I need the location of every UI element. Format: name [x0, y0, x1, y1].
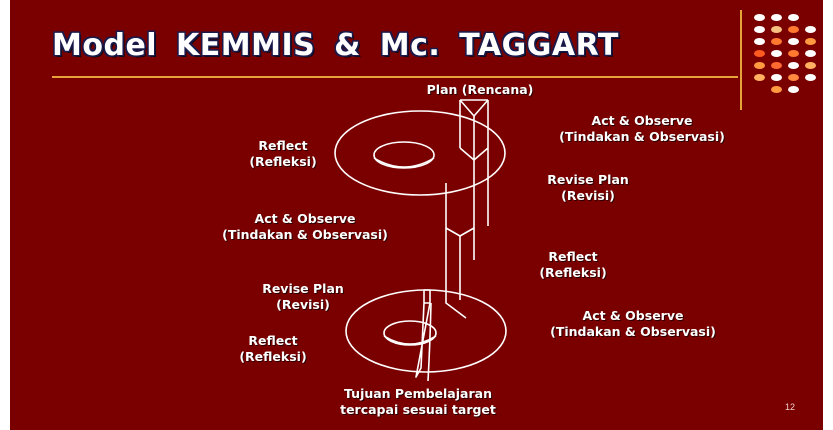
label-act-observe-3: Act & Observe (Tindakan & Observasi) — [528, 308, 738, 340]
label-revise-plan-1-line2: (Revisi) — [561, 188, 615, 203]
dot-grid-icon — [754, 14, 823, 104]
vertical-divider — [740, 10, 742, 110]
page-number: 12 — [785, 402, 796, 412]
revise-block-1 — [459, 116, 489, 161]
slide-title: Model KEMMIS & Mc. TAGGART — [52, 28, 619, 63]
label-act-observe-2-line2: (Tindakan & Observasi) — [222, 227, 388, 242]
label-reflect-1-line1: Reflect — [258, 138, 308, 153]
cycle-2-inner-shade — [383, 335, 437, 345]
label-act-observe-3-line2: (Tindakan & Observasi) — [550, 324, 716, 339]
label-act-observe-1: Act & Observe (Tindakan & Observasi) — [537, 113, 747, 145]
plan-arrow — [459, 99, 489, 148]
goal-blade — [427, 296, 467, 382]
stem-chevron — [445, 227, 475, 237]
label-reflect-2: Reflect (Refleksi) — [518, 249, 628, 281]
title-underline — [52, 76, 738, 78]
label-goal-line2: tercapai sesuai target — [340, 402, 496, 417]
label-act-observe-2: Act & Observe (Tindakan & Observasi) — [200, 211, 410, 243]
revise-block-2 — [415, 289, 431, 378]
cycle-1-inner-shade — [373, 157, 435, 168]
label-revise-plan-1-line1: Revise Plan — [547, 172, 629, 187]
label-goal-line1: Tujuan Pembelajaran — [344, 386, 492, 401]
label-reflect-1: Reflect (Refleksi) — [228, 138, 338, 170]
cycle-1-inner — [373, 141, 435, 169]
cycle-2-inner — [383, 320, 437, 346]
label-reflect-3: Reflect (Refleksi) — [218, 333, 328, 365]
label-act-observe-1-line1: Act & Observe — [591, 113, 693, 128]
label-revise-plan-2-line2: (Revisi) — [276, 297, 330, 312]
label-act-observe-1-line2: (Tindakan & Observasi) — [559, 129, 725, 144]
label-act-observe-2-line1: Act & Observe — [254, 211, 356, 226]
stem — [445, 160, 489, 296]
label-plan: Plan (Rencana) — [426, 82, 534, 97]
label-reflect-3-line1: Reflect — [248, 333, 298, 348]
label-goal: Tujuan Pembelajaran tercapai sesuai targ… — [328, 386, 508, 418]
label-revise-plan-2-line1: Revise Plan — [262, 281, 344, 296]
label-reflect-2-line2: (Refleksi) — [539, 265, 607, 280]
slide: Model KEMMIS & Mc. TAGGART — [10, 0, 823, 430]
cycle-1-outer — [334, 110, 506, 196]
stem-lower — [459, 228, 475, 300]
label-act-observe-3-line1: Act & Observe — [582, 308, 684, 323]
label-reflect-1-line2: (Refleksi) — [249, 154, 317, 169]
label-revise-plan-2: Revise Plan (Revisi) — [243, 281, 363, 313]
label-revise-plan-1: Revise Plan (Revisi) — [528, 172, 648, 204]
spiral-diagram — [334, 99, 507, 382]
label-reflect-2-line1: Reflect — [548, 249, 598, 264]
label-reflect-3-line2: (Refleksi) — [239, 349, 307, 364]
